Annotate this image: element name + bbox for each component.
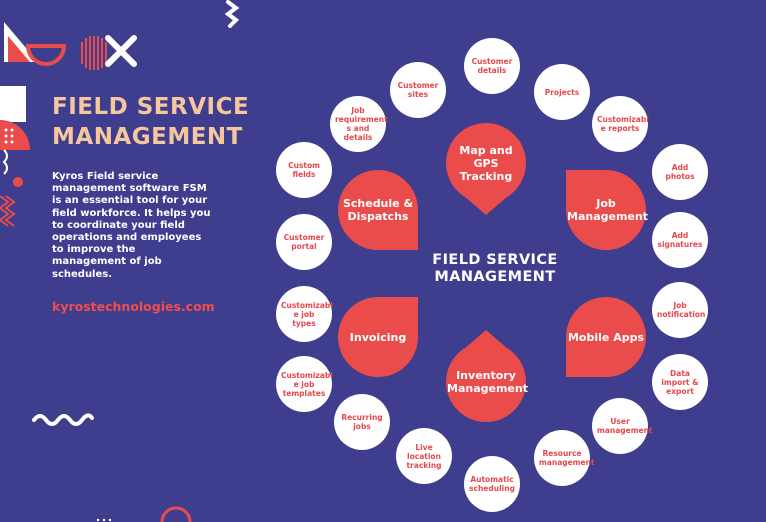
feature-label: User management [597, 417, 653, 435]
quarter-circle-shape [0, 120, 30, 150]
feature-label: Job requirement s and details [335, 106, 388, 142]
petal-label: Inventory Management [447, 369, 528, 395]
petal-3: Mobile Apps [566, 297, 646, 377]
page-title-line2: MANAGEMENT [52, 124, 243, 150]
feature-bubble: Customer details [464, 38, 520, 94]
feature-label: Add photos [665, 163, 695, 181]
petal-6: Schedule & Dispatchs [338, 170, 418, 250]
feature-bubble: Customizabl e job templates [276, 356, 333, 412]
feature-label: Customer sites [397, 81, 439, 99]
feature-label: Projects [544, 87, 580, 97]
bottom-wave-shape [32, 413, 94, 426]
diagram-center-title: FIELD SERVICE MANAGEMENT [415, 252, 575, 286]
feature-bubble: Add signatures [652, 212, 708, 268]
feature-bubble: Customer portal [276, 214, 332, 270]
feature-label: Job notification [657, 301, 706, 319]
petal-label: Invoicing [349, 330, 407, 344]
feature-bubble: Resource management [534, 430, 595, 486]
petal-4: Inventory Management [446, 342, 528, 422]
cross-shape [105, 35, 137, 67]
petal-label: Job Management [567, 197, 648, 223]
triangle-shape-accent [8, 36, 30, 62]
feature-bubble: User management [592, 398, 653, 454]
petal-1: Map and GPS Tracking [446, 123, 526, 203]
semicircle-shape [25, 44, 67, 66]
center-title-line1: FIELD SERVICE [432, 252, 558, 268]
feature-label: Customer details [471, 57, 513, 75]
feature-bubble: Add photos [652, 144, 708, 200]
website-link[interactable]: kyrostechnologies.com [52, 299, 215, 314]
feature-bubble: Data import & export [652, 354, 708, 410]
bottom-dots-shape [96, 518, 112, 522]
feature-bubble: Automatic scheduling [464, 456, 520, 512]
striped-circle-shape [81, 36, 107, 70]
petal-5: Invoicing [338, 297, 418, 377]
feature-label: Customizabl e job templates [281, 370, 333, 398]
red-dot-shape [13, 177, 23, 187]
feature-bubble: Customizabl e job types [276, 286, 333, 342]
white-block-shape [0, 86, 26, 122]
side-wave-shape [2, 149, 8, 175]
feature-bubble: Job notification [652, 282, 708, 338]
feature-label: Custom fields [288, 161, 320, 179]
side-zigzag-shape [0, 195, 16, 227]
feature-label: Customizabl e job types [281, 300, 333, 328]
feature-bubble: Recurring jobs [334, 394, 390, 450]
petal-label: Mobile Apps [567, 330, 645, 344]
feature-bubble: Customizabl e reports [592, 96, 649, 152]
petal-label: Schedule & Dispatchs [342, 197, 414, 223]
feature-bubble: Customer sites [390, 62, 446, 118]
feature-label: Resource management [539, 449, 595, 467]
feature-label: Live location tracking [406, 442, 442, 470]
bottom-arc-shape [160, 506, 192, 522]
feature-label: Add signatures [657, 231, 703, 249]
feature-label: Customer portal [283, 233, 325, 251]
center-title-line2: MANAGEMENT [434, 269, 556, 285]
feature-label: Recurring jobs [341, 413, 383, 431]
feature-bubble: Job requirement s and details [330, 96, 388, 152]
feature-label: Customizabl e reports [597, 115, 649, 133]
feature-bubble: Projects [534, 64, 590, 120]
petal-label: Map and GPS Tracking [459, 143, 513, 183]
petal-2: Job Management [566, 170, 648, 250]
description-text: Kyros Field service management software … [52, 171, 211, 280]
feature-label: Data import & export [661, 368, 699, 396]
zigzag-shape [224, 0, 240, 28]
feature-bubble: Custom fields [276, 142, 332, 198]
dots-shape [4, 128, 14, 144]
page-title: FIELD SERVICE MANAGEMENT [52, 92, 262, 152]
page-title-line1: FIELD SERVICE [52, 94, 250, 120]
feature-label: Automatic scheduling [469, 475, 515, 493]
feature-bubble: Live location tracking [396, 428, 452, 484]
